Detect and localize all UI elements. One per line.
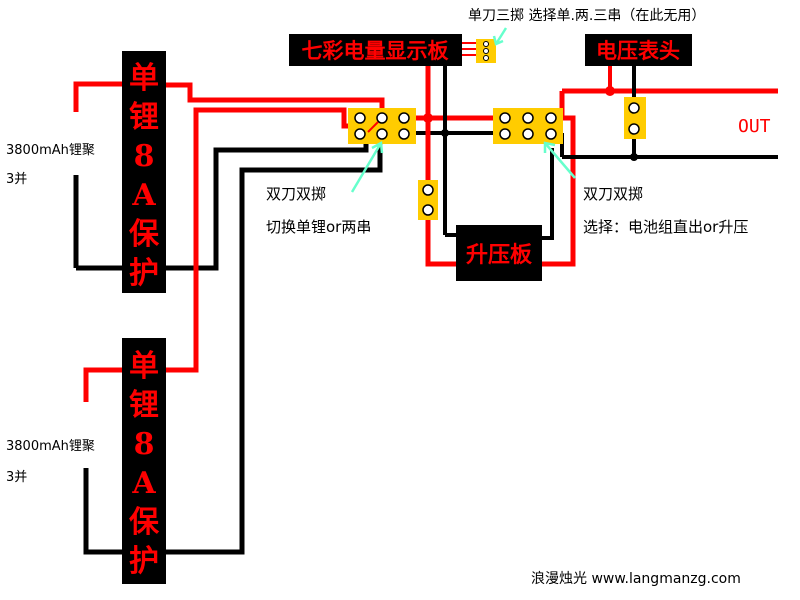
arrow-dpdt-left xyxy=(350,140,384,193)
booster-board: 升压板 xyxy=(456,225,542,281)
connector-voltmeter xyxy=(624,97,646,139)
booster-red-out xyxy=(540,115,576,267)
wires-output xyxy=(559,66,778,159)
junction-dots xyxy=(423,86,638,161)
pack2-capacity-label: 3800mAh锂聚 xyxy=(6,439,95,454)
wires-pack-1 xyxy=(73,81,385,271)
credit-text: 浪漫烛光 www.langmanzg.com xyxy=(531,571,741,587)
protect-board-2-char-4: A xyxy=(131,466,156,501)
spdt-switch xyxy=(476,39,496,63)
display-board: 七彩电量显示板 xyxy=(289,34,462,66)
dpdt-switch-left xyxy=(348,108,416,144)
protect-board-2-char-3: 8 xyxy=(134,427,155,462)
arrow-spdt xyxy=(492,27,508,46)
protect-board-1-char-1: 单 xyxy=(129,61,159,96)
dpdt-left-title: 双刀双掷 xyxy=(266,185,326,203)
junction-dot xyxy=(605,86,615,96)
wires-pack-2 xyxy=(83,107,383,555)
board2-negative-out xyxy=(165,133,383,555)
protect-board-2: 单 锂 8 A 保 护 xyxy=(122,338,166,584)
dpdt-switch-right xyxy=(493,108,563,144)
booster-label: 升压板 xyxy=(466,242,533,268)
voltmeter-board: 电压表头 xyxy=(585,34,692,66)
pack1-positive-wire xyxy=(73,81,124,112)
arrow-dpdt-right xyxy=(543,141,576,179)
board1-negative-out xyxy=(165,133,369,271)
board2-positive-out xyxy=(165,107,356,373)
protect-board-1-char-4: A xyxy=(131,178,156,213)
pack2-count-label: 3并 xyxy=(6,470,27,485)
protect-board-2-char-1: 单 xyxy=(129,349,159,384)
protect-board-2-char-5: 保 xyxy=(129,505,160,540)
display-board-label: 七彩电量显示板 xyxy=(302,38,450,63)
dpdt-right-title: 双刀双掷 xyxy=(583,185,643,203)
protect-board-1-char-6: 护 xyxy=(129,256,159,291)
voltmeter-label: 电压表头 xyxy=(596,38,680,63)
dpdt-right-note: 选择：电池组直出or升压 xyxy=(583,218,748,236)
protect-board-1-char-3: 8 xyxy=(134,139,155,174)
protect-board-1-char-5: 保 xyxy=(129,217,160,252)
junction-dot xyxy=(441,129,449,137)
pack1-capacity-label: 3800mAh锂聚 xyxy=(6,143,95,158)
dpdt-left-note: 切换单锂or两串 xyxy=(266,218,371,236)
board1-positive-out xyxy=(165,82,385,118)
protect-board-1-char-2: 锂 xyxy=(129,100,159,135)
spdt-note: 单刀三掷 选择单.两.三串（在此无用） xyxy=(468,8,705,24)
booster-black-out xyxy=(540,148,554,240)
pack2-negative-wire xyxy=(83,468,124,555)
protect-board-2-char-6: 护 xyxy=(129,544,159,579)
junction-dot xyxy=(630,153,638,161)
protect-board-2-char-2: 锂 xyxy=(129,388,159,423)
output-label: OUT xyxy=(738,116,771,137)
pack2-positive-wire xyxy=(83,367,124,402)
junction-dot xyxy=(423,113,433,123)
protect-board-1: 单 锂 8 A 保 护 xyxy=(122,51,166,293)
pack1-count-label: 3并 xyxy=(6,172,27,187)
connector-booster-feed xyxy=(418,180,438,220)
